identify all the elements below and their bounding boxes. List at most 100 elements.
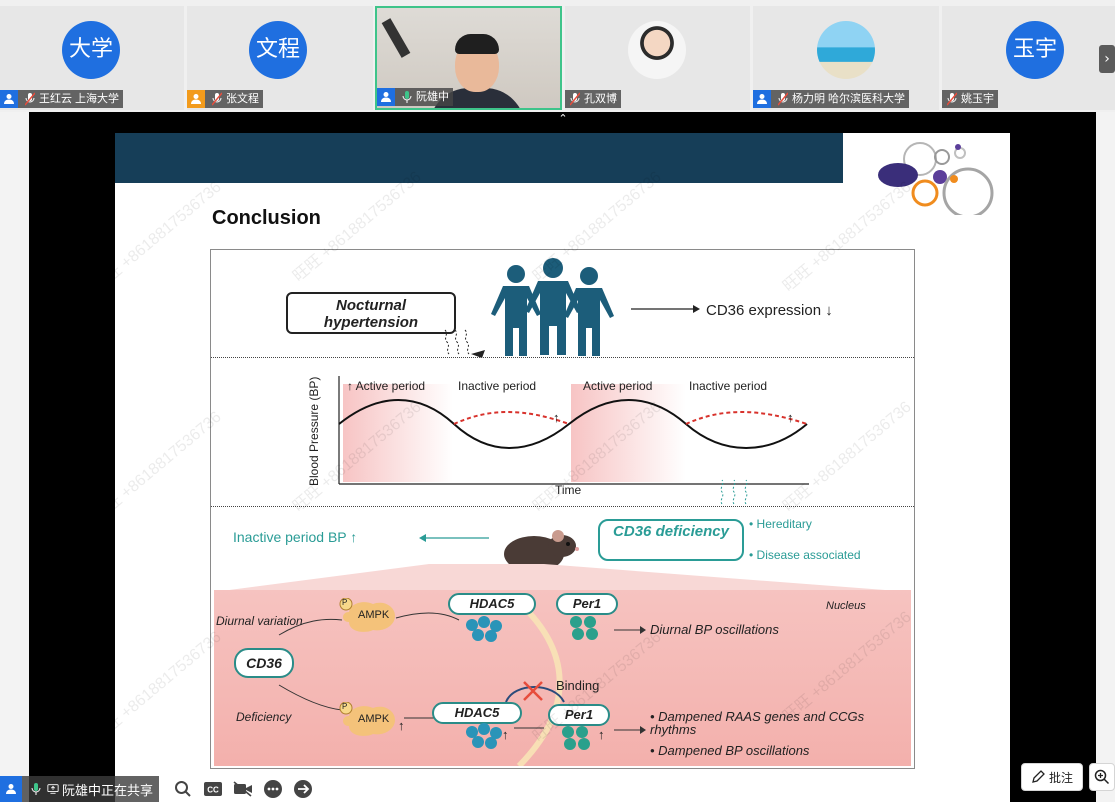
participant-video	[377, 8, 560, 108]
arrow-right-icon	[631, 305, 700, 313]
down-arrow-icon: ↓	[825, 302, 833, 319]
participant-namebar: 孔双博	[565, 90, 621, 108]
institution-logo	[878, 142, 994, 215]
avatar: 玉宇	[1006, 21, 1064, 79]
participant-name: 王红云 上海大学	[39, 93, 120, 105]
participant-tile[interactable]: 玉宇 姚玉宇	[942, 6, 1115, 110]
period-label: Inactive period	[458, 379, 537, 393]
normal-bp-curve	[338, 399, 808, 449]
participant-tile[interactable]: 文程 张文程	[187, 6, 373, 110]
search-button[interactable]	[172, 778, 194, 800]
up-arrow-icon: ↑	[598, 727, 605, 742]
participant-strip: ‹ 大学 王红云 上海大学 文程 张文程 阮雄中	[0, 0, 1115, 112]
active-period-shade	[343, 384, 453, 482]
pen-icon	[1032, 770, 1045, 783]
diurnal-bp-label: Diurnal BP oscillations	[650, 622, 779, 637]
divider	[211, 506, 914, 507]
phospho-label: P	[342, 702, 348, 711]
participant-name: 张文程	[226, 93, 259, 105]
participant-tile[interactable]: 孔双博	[565, 6, 750, 110]
participant-name: 姚玉宇	[961, 93, 994, 105]
up-arrow-icon: ↑	[502, 727, 509, 742]
nocturnal-hypertension-label: Nocturnal hypertension	[286, 292, 456, 334]
host-user-icon	[0, 90, 18, 108]
cohost-user-icon	[187, 90, 205, 108]
avatar	[817, 21, 875, 79]
zoom-trapezoid	[214, 564, 911, 592]
people-silhouette-icon	[491, 258, 614, 356]
participant-tile-active-speaker[interactable]: 阮雄中	[375, 6, 562, 110]
ampk-label: AMPK	[358, 713, 390, 725]
arrow-left-icon	[419, 534, 489, 542]
mic-active-icon	[401, 88, 413, 106]
protein-cluster-icon	[466, 723, 502, 749]
bp-oscillation-chart	[338, 376, 809, 485]
closed-caption-icon: CC	[204, 782, 222, 796]
more-icon	[264, 780, 282, 798]
protein-cluster-icon	[570, 616, 598, 640]
wavy-arrows-icon	[720, 479, 748, 505]
period-label: Inactive period	[689, 379, 768, 393]
period-label: ↑ Active period	[347, 379, 426, 393]
cd36-expression-label: CD36 expression ↓	[706, 302, 833, 319]
binding-label: Binding	[556, 678, 600, 693]
host-user-icon	[753, 90, 771, 108]
deficiency-label: Deficiency	[236, 710, 292, 724]
diurnal-variation-label: Diurnal variation	[216, 614, 303, 628]
cd36-deficiency-label: CD36 deficiency	[598, 519, 744, 561]
watermark: 旺旺 +8618817536736	[115, 408, 225, 526]
hdac5-node: HDAC5	[432, 702, 522, 724]
presentation-slide: Conclusion Nocturnal hypertension CD36 e…	[115, 133, 1010, 802]
mic-muted-icon	[946, 90, 958, 108]
elevated-bp-curve	[685, 411, 808, 425]
zoom-in-button[interactable]	[1089, 763, 1115, 791]
phospho-label: P	[342, 598, 348, 607]
sharing-status-text: 阮雄中正在共享	[62, 782, 154, 798]
mic-muted-icon	[777, 90, 789, 108]
cd36-node: CD36	[234, 648, 294, 678]
chevron-up-icon: ⌃	[558, 112, 568, 125]
slide-header-band	[115, 133, 843, 183]
x-axis-label: Time	[555, 483, 582, 497]
up-arrow-icon: ↑	[787, 410, 794, 425]
svg-text:CC: CC	[207, 786, 219, 795]
disease-associated-label: • Disease associated	[749, 548, 861, 562]
camera-off-button[interactable]	[232, 778, 254, 800]
inactive-period-bp-label: Inactive period BP ↑	[233, 529, 358, 545]
screen-share-icon	[47, 780, 59, 798]
dampened-raas-label: • Dampened RAAS genes and CCGs rhythms	[650, 709, 865, 737]
ampk-blob-icon	[339, 598, 395, 632]
ampk-blob-icon	[339, 702, 395, 736]
next-page-button[interactable]: ›	[1099, 45, 1115, 73]
more-button[interactable]	[262, 778, 284, 800]
collapse-strip-button[interactable]: ⌃	[556, 113, 570, 125]
participant-namebar: 姚玉宇	[942, 90, 998, 108]
mic-muted-icon	[24, 90, 36, 108]
arrow-right-circle-icon	[294, 780, 312, 798]
forward-button[interactable]	[292, 778, 314, 800]
share-toolbar: CC	[172, 777, 314, 801]
nucleus-label: Nucleus	[826, 600, 866, 612]
avatar: 文程	[249, 21, 307, 79]
wavy-arrows-icon	[444, 329, 485, 358]
participant-name: 孔双博	[584, 93, 617, 105]
y-axis-label: Blood Pressure (BP)	[307, 376, 321, 486]
per1-node: Per1	[556, 593, 618, 615]
participant-tile[interactable]: 杨力明 哈尔滨医科大学	[753, 6, 939, 110]
up-arrow-icon: ↑	[398, 718, 405, 733]
search-icon	[175, 781, 191, 797]
host-user-icon	[377, 88, 395, 106]
annotate-button[interactable]: 批注	[1021, 763, 1083, 791]
conclusion-figure: Nocturnal hypertension CD36 expression ↓…	[210, 249, 915, 769]
host-user-icon	[0, 776, 22, 802]
participant-tile[interactable]: 大学 王红云 上海大学	[0, 6, 184, 110]
mic-muted-icon	[569, 90, 581, 108]
participant-namebar: 杨力明 哈尔滨医科大学	[753, 90, 910, 108]
captions-button[interactable]: CC	[202, 778, 224, 800]
active-period-shade	[571, 384, 686, 482]
dampened-bp-label: • Dampened BP oscillations	[650, 743, 810, 758]
chevron-right-icon: ›	[1104, 51, 1110, 67]
avatar: 大学	[62, 21, 120, 79]
per1-node: Per1	[548, 704, 610, 726]
